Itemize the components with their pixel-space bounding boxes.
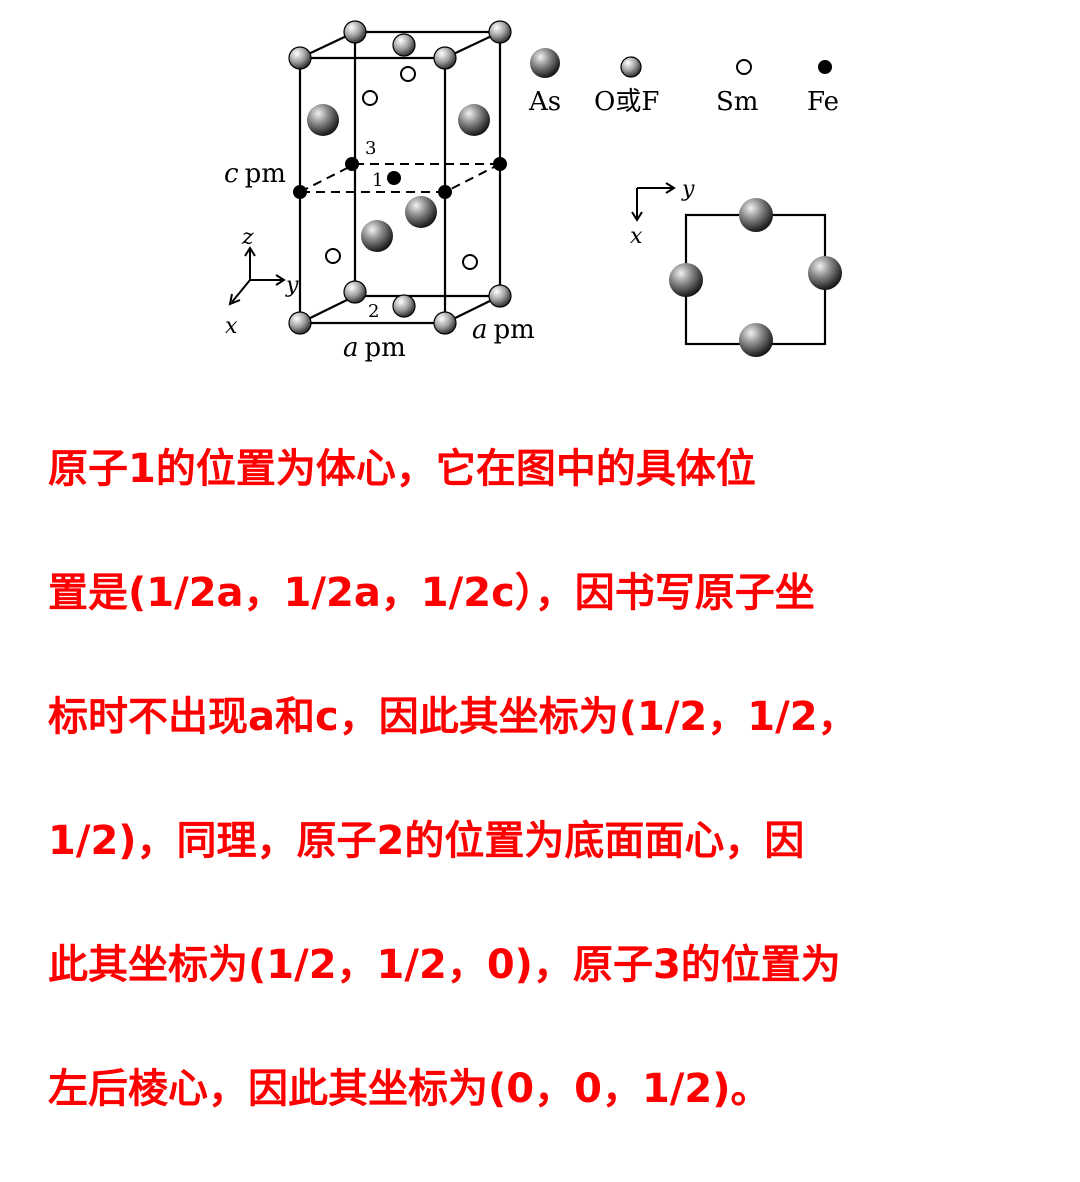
axis-z-label: z: [241, 225, 254, 250]
as-atom: [808, 256, 842, 290]
legend: As O或F Sm Fe: [528, 48, 839, 117]
o-f-atom: [343, 20, 367, 44]
fe-atom: [293, 185, 307, 199]
as-legend-icon: [530, 48, 560, 78]
o-f-legend-icon: [620, 56, 642, 78]
fe-atoms: [293, 157, 507, 199]
sm-atom: [462, 254, 478, 270]
o-f-atom: [343, 280, 367, 304]
as-legend-label: As: [528, 87, 561, 117]
mid-plane-dashed: [299, 163, 501, 193]
as-atom: [458, 104, 490, 136]
o-f-atoms: [288, 20, 512, 335]
top-view-as-atoms: [669, 198, 842, 357]
axis-2d-x-label: x: [630, 224, 643, 249]
o-f-atom: [488, 284, 512, 308]
o-f-atom: [433, 46, 457, 70]
axis-y-label: y: [285, 273, 299, 298]
explanation-line: 置是(1/2a，1/2a，1/2c），因书写原子坐: [48, 570, 815, 616]
atom-label-1: 1: [372, 170, 383, 191]
explanation-line: 标时不出现a和c，因此其坐标为(1/2，1/2，: [48, 694, 858, 740]
o-f-atom: [288, 46, 312, 70]
atom-label-3: 3: [365, 138, 376, 159]
as-atom: [739, 198, 773, 232]
axes-2d: [631, 182, 676, 222]
fe-legend-icon: [818, 60, 832, 74]
fe-atom: [493, 157, 507, 171]
explanation-line: 此其坐标为(1/2，1/2，0)，原子3的位置为: [48, 942, 841, 988]
as-atom: [739, 323, 773, 357]
as-atom: [361, 220, 393, 252]
sm-atom: [325, 248, 341, 264]
o-f-atom: [488, 20, 512, 44]
as-atoms: [307, 104, 490, 252]
fe-atom: [345, 157, 359, 171]
explanation-line: 1/2)，同理，原子2的位置为底面面心，因: [48, 818, 805, 864]
o-f-atom: [392, 33, 416, 57]
fe-atom: [387, 171, 401, 185]
as-atom: [669, 263, 703, 297]
sm-atom: [362, 90, 378, 106]
sm-legend-label: Sm: [716, 87, 758, 117]
as-atom: [405, 196, 437, 228]
explanation-line: 左后棱心，因此其坐标为(0，0，1/2)。: [48, 1066, 771, 1112]
sm-legend-icon: [736, 59, 752, 75]
sm-atom: [400, 66, 416, 82]
fe-atom: [438, 185, 452, 199]
explanation-text: 原子1的位置为体心，它在图中的具体位 置是(1/2a，1/2a，1/2c），因书…: [48, 376, 1048, 1182]
explanation-line: 原子1的位置为体心，它在图中的具体位: [48, 446, 756, 492]
o-f-atom: [288, 311, 312, 335]
sm-atoms: [325, 66, 478, 270]
axis-x-label: x: [225, 314, 238, 339]
axes-3d: [228, 246, 286, 306]
atom-label-2: 2: [368, 301, 379, 322]
axis-2d-y-label: y: [681, 177, 695, 202]
as-atom: [307, 104, 339, 136]
o-f-atom: [433, 311, 457, 335]
o-f-atom: [392, 294, 416, 318]
fe-legend-label: Fe: [807, 87, 839, 117]
o-f-legend-label: O或F: [594, 87, 659, 117]
